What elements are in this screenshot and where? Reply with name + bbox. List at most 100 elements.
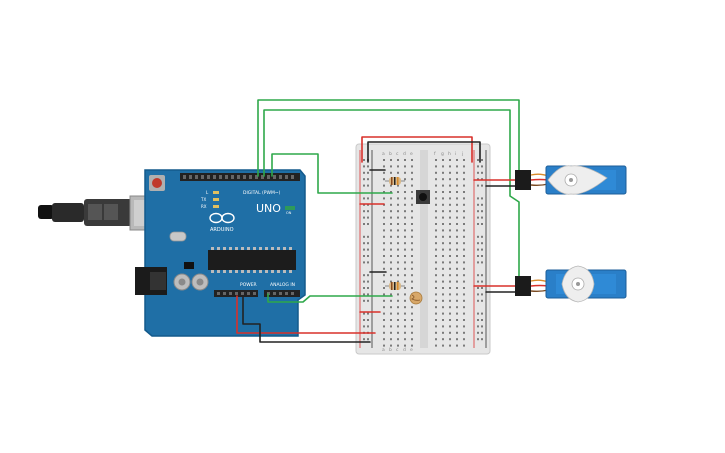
breadboard-hole[interactable] bbox=[481, 293, 483, 296]
breadboard-hole[interactable] bbox=[442, 299, 444, 302]
breadboard[interactable]: a b c d e f g h i j a b c d e bbox=[355, 143, 491, 355]
breadboard-hole[interactable] bbox=[367, 165, 369, 168]
breadboard-hole[interactable] bbox=[442, 159, 444, 161]
breadboard-hole[interactable] bbox=[367, 171, 369, 174]
breadboard-hole[interactable] bbox=[442, 248, 444, 251]
breadboard-hole[interactable] bbox=[367, 299, 369, 302]
breadboard-hole[interactable] bbox=[363, 255, 365, 257]
breadboard-hole[interactable] bbox=[411, 242, 413, 245]
breadboard-hole[interactable] bbox=[390, 165, 392, 168]
breadboard-hole[interactable] bbox=[383, 255, 385, 257]
breadboard-hole[interactable] bbox=[442, 312, 444, 315]
breadboard-hole[interactable] bbox=[449, 306, 451, 309]
breadboard-hole[interactable] bbox=[383, 338, 385, 341]
breadboard-hole[interactable] bbox=[456, 171, 458, 174]
breadboard-hole[interactable] bbox=[383, 319, 385, 321]
breadboard-hole[interactable] bbox=[481, 319, 483, 321]
breadboard-hole[interactable] bbox=[404, 261, 406, 264]
breadboard-hole[interactable] bbox=[463, 178, 465, 181]
breadboard-hole[interactable] bbox=[456, 325, 458, 328]
breadboard-hole[interactable] bbox=[435, 159, 437, 161]
breadboard-hole[interactable] bbox=[477, 235, 479, 238]
breadboard-hole[interactable] bbox=[477, 331, 479, 334]
breadboard-hole[interactable] bbox=[456, 312, 458, 315]
breadboard-hole[interactable] bbox=[435, 197, 437, 200]
breadboard-hole[interactable] bbox=[463, 235, 465, 238]
breadboard-hole[interactable] bbox=[363, 325, 365, 328]
breadboard-hole[interactable] bbox=[383, 178, 385, 181]
breadboard-hole[interactable] bbox=[397, 338, 399, 341]
breadboard-hole[interactable] bbox=[481, 235, 483, 238]
breadboard-hole[interactable] bbox=[367, 312, 369, 315]
breadboard-hole[interactable] bbox=[397, 261, 399, 264]
breadboard-hole[interactable] bbox=[449, 197, 451, 200]
photoresistor[interactable] bbox=[409, 291, 423, 305]
breadboard-hole[interactable] bbox=[477, 293, 479, 296]
breadboard-hole[interactable] bbox=[456, 344, 458, 347]
breadboard-hole[interactable] bbox=[481, 216, 483, 219]
breadboard-hole[interactable] bbox=[411, 229, 413, 232]
breadboard-hole[interactable] bbox=[390, 274, 392, 277]
breadboard-hole[interactable] bbox=[477, 287, 479, 289]
breadboard-hole[interactable] bbox=[383, 267, 385, 270]
breadboard-hole[interactable] bbox=[363, 159, 365, 161]
breadboard-hole[interactable] bbox=[383, 299, 385, 302]
breadboard-hole[interactable] bbox=[383, 159, 385, 161]
breadboard-hole[interactable] bbox=[390, 267, 392, 270]
breadboard-hole[interactable] bbox=[456, 235, 458, 238]
breadboard-hole[interactable] bbox=[363, 242, 365, 245]
breadboard-hole[interactable] bbox=[449, 312, 451, 315]
breadboard-hole[interactable] bbox=[435, 229, 437, 232]
breadboard-hole[interactable] bbox=[477, 280, 479, 283]
breadboard-hole[interactable] bbox=[456, 184, 458, 187]
breadboard-hole[interactable] bbox=[411, 235, 413, 238]
breadboard-hole[interactable] bbox=[404, 203, 406, 206]
breadboard-hole[interactable] bbox=[477, 184, 479, 187]
breadboard-hole[interactable] bbox=[442, 319, 444, 321]
breadboard-hole[interactable] bbox=[481, 325, 483, 328]
breadboard-hole[interactable] bbox=[449, 229, 451, 232]
breadboard-hole[interactable] bbox=[477, 203, 479, 206]
breadboard-hole[interactable] bbox=[367, 274, 369, 277]
breadboard-hole[interactable] bbox=[411, 165, 413, 168]
wire-analog-sensor[interactable] bbox=[267, 293, 393, 303]
breadboard-hole[interactable] bbox=[463, 203, 465, 206]
breadboard-hole[interactable] bbox=[481, 223, 483, 225]
breadboard-hole[interactable] bbox=[397, 229, 399, 232]
breadboard-hole[interactable] bbox=[383, 293, 385, 296]
breadboard-hole[interactable] bbox=[397, 280, 399, 283]
breadboard-hole[interactable] bbox=[435, 235, 437, 238]
breadboard-hole[interactable] bbox=[404, 255, 406, 257]
breadboard-hole[interactable] bbox=[463, 242, 465, 245]
breadboard-hole[interactable] bbox=[404, 312, 406, 315]
breadboard-hole[interactable] bbox=[456, 197, 458, 200]
breadboard-hole[interactable] bbox=[404, 178, 406, 181]
breadboard-hole[interactable] bbox=[456, 287, 458, 289]
breadboard-hole[interactable] bbox=[463, 216, 465, 219]
breadboard-hole[interactable] bbox=[363, 178, 365, 181]
breadboard-hole[interactable] bbox=[442, 191, 444, 193]
breadboard-hole[interactable] bbox=[367, 319, 369, 321]
breadboard-hole[interactable] bbox=[363, 319, 365, 321]
breadboard-hole[interactable] bbox=[449, 165, 451, 168]
breadboard-hole[interactable] bbox=[390, 344, 392, 347]
breadboard-hole[interactable] bbox=[390, 306, 392, 309]
breadboard-hole[interactable] bbox=[442, 255, 444, 257]
breadboard-hole[interactable] bbox=[449, 235, 451, 238]
breadboard-hole[interactable] bbox=[477, 165, 479, 168]
breadboard-hole[interactable] bbox=[463, 229, 465, 232]
servo-motor-top[interactable] bbox=[515, 165, 627, 195]
breadboard-hole[interactable] bbox=[435, 274, 437, 277]
breadboard-hole[interactable] bbox=[390, 171, 392, 174]
breadboard-hole[interactable] bbox=[411, 325, 413, 328]
breadboard-hole[interactable] bbox=[442, 210, 444, 213]
breadboard-hole[interactable] bbox=[481, 287, 483, 289]
breadboard-hole[interactable] bbox=[397, 325, 399, 328]
breadboard-hole[interactable] bbox=[456, 210, 458, 213]
breadboard-hole[interactable] bbox=[435, 178, 437, 181]
breadboard-hole[interactable] bbox=[397, 223, 399, 225]
breadboard-hole[interactable] bbox=[404, 165, 406, 168]
breadboard-hole[interactable] bbox=[404, 223, 406, 225]
breadboard-hole[interactable] bbox=[435, 261, 437, 264]
breadboard-hole[interactable] bbox=[442, 171, 444, 174]
